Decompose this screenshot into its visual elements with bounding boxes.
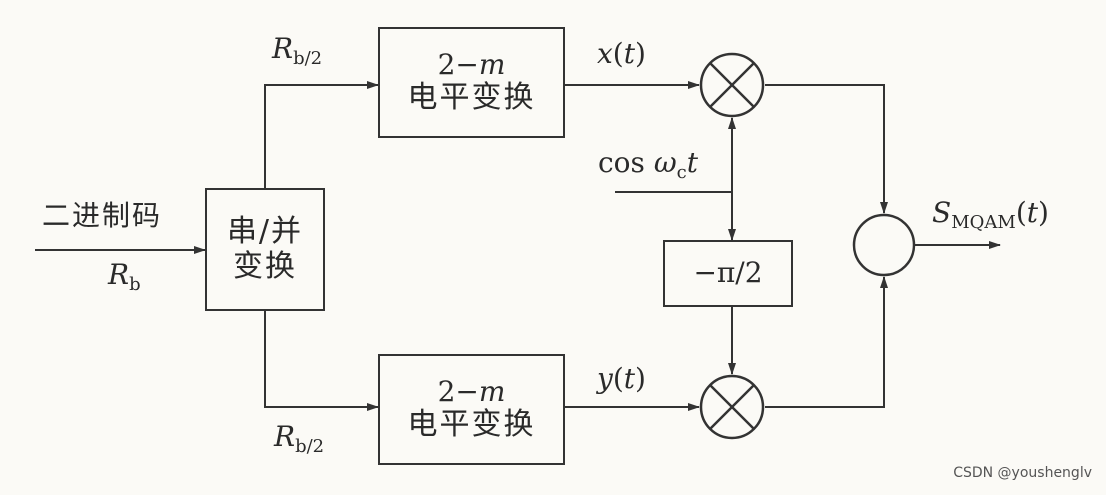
upper-level-label: 电平变换 (407, 80, 536, 116)
lower-rate-label: Rb/2 (274, 420, 325, 457)
phase-shifter: −π/2 (663, 240, 793, 307)
top-multiplier-icon (699, 52, 765, 118)
x-signal-label: x(t) (597, 37, 646, 70)
sp-line2: 变换 (233, 248, 297, 284)
lower-level-label: 电平变换 (407, 407, 536, 443)
lower-rate-wire (264, 310, 379, 411)
sp-line1: 串/并 (226, 214, 304, 249)
upper-rate-label: Rb/2 (272, 32, 323, 69)
lower-level-converter: 2−m 电平变换 (378, 354, 565, 465)
upper-level-converter: 2−m 电平变换 (378, 27, 565, 138)
watermark: CSDN @youshenglv (953, 465, 1092, 481)
bottom-multiplier-icon (699, 374, 765, 440)
serial-parallel-converter: 串/并 变换 (205, 188, 325, 311)
adder-icon (852, 213, 916, 277)
carrier-label: cos ωct (598, 146, 699, 183)
top-mixer-to-adder-wire (765, 84, 888, 214)
input-label: 二进制码 (42, 199, 163, 232)
output-label: SMQAM(t) (932, 196, 1049, 233)
upper-rate-wire (264, 81, 379, 188)
phase-shifter-label: −π/2 (693, 256, 763, 290)
input-rate-label: Rb (108, 258, 141, 295)
y-signal-label: y(t) (597, 362, 646, 395)
bottom-mixer-to-adder-wire (765, 276, 888, 408)
